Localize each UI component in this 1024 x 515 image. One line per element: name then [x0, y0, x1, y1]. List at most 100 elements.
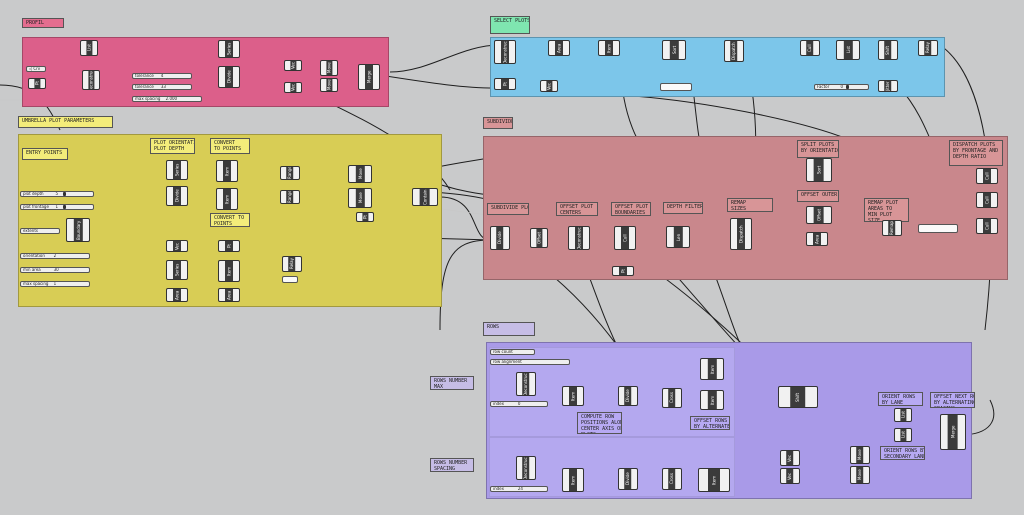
panel-output-blue[interactable] — [660, 83, 692, 91]
node-item-yellow-2[interactable]: Item — [216, 188, 238, 210]
node-deconstruct-blue[interactable]: Deconstruct — [494, 40, 516, 64]
node-list-blue[interactable]: List — [836, 40, 860, 60]
node-move-1[interactable]: Move — [320, 60, 338, 76]
node-merge-purple[interactable]: Merge — [940, 414, 966, 450]
node-len-rose[interactable]: Len — [666, 226, 690, 248]
node-cross-purple-2[interactable]: Cross — [662, 468, 682, 490]
node-move-2[interactable]: Move — [320, 78, 338, 92]
input-row-count[interactable]: row count — [490, 349, 535, 355]
node-point-blue[interactable]: Pt — [494, 78, 516, 90]
node-list-purple-2[interactable]: List — [894, 428, 912, 442]
node-vec-yellow[interactable]: Vec — [166, 240, 188, 252]
node-cull-rose[interactable]: Cull — [614, 226, 636, 250]
node-dispatch-rose[interactable]: Dispatch — [730, 218, 752, 250]
node-shift-blue[interactable]: Shift — [878, 40, 898, 60]
node-vec-2[interactable]: Vec — [284, 82, 302, 93]
panel-remap-output[interactable] — [918, 224, 958, 233]
node-move-yellow-2[interactable]: Move — [348, 188, 372, 208]
title-profil[interactable]: PROFIL — [22, 18, 64, 28]
node-series-yellow[interactable]: Series — [166, 160, 188, 180]
node-divide-1[interactable]: Divide — [218, 66, 240, 88]
node-divide-purple-2[interactable]: Divide — [618, 468, 638, 490]
node-item-purple-2[interactable]: Item — [700, 358, 724, 380]
node-boundary-yellow[interactable]: Boundary — [66, 218, 90, 242]
node-cross-purple-1[interactable]: Cross — [662, 388, 682, 408]
node-dispatch-blue[interactable]: Dispatch — [724, 40, 744, 62]
node-item-yellow-3[interactable]: Item — [218, 260, 240, 282]
title-umbrella-parameters[interactable]: UMBRELLA PLOT PARAMETERS — [18, 116, 113, 128]
node-range-yellow[interactable]: Range — [280, 166, 300, 180]
node-vec-purple-1[interactable]: Vec — [780, 450, 800, 466]
node-item-purple-3[interactable]: Item — [700, 390, 724, 410]
node-series-1[interactable]: Series — [218, 40, 240, 58]
node-merge-1[interactable]: Merge — [358, 64, 380, 90]
node-area-rose[interactable]: Area — [806, 232, 828, 246]
note-orient-rows-secondary: ORIENT ROWS BY SECONDARY LANE — [880, 446, 925, 460]
node-divide-purple-1[interactable]: Divide — [618, 386, 638, 406]
node-cull-blue[interactable]: Cull — [800, 40, 820, 56]
node-pt-rose[interactable]: Pt — [612, 266, 634, 276]
note-offset-outer: OFFSET OUTER — [797, 190, 839, 202]
node-move-purple-2[interactable]: Move — [850, 466, 870, 484]
node-deconstruct-1[interactable]: Deconstruct — [82, 70, 100, 90]
node-remap-rose[interactable]: Remap — [882, 220, 902, 236]
node-shift-purple[interactable]: Shift — [778, 386, 818, 408]
node-cull-rose-2[interactable]: Cull — [976, 168, 998, 184]
node-item-purple-4[interactable]: Item — [562, 468, 584, 492]
title-subdivide[interactable]: SUBDIVIDE — [483, 117, 513, 129]
node-contain-yellow[interactable]: Contain — [412, 188, 438, 206]
node-offset-rose-2[interactable]: Offset — [806, 206, 832, 224]
node-cull-rose-3[interactable]: Cull — [976, 192, 998, 208]
node-cull-rose-4[interactable]: Cull — [976, 218, 998, 234]
node-vec-blue[interactable]: Vec — [540, 80, 558, 92]
node-divide-rose[interactable]: Divide — [490, 226, 510, 250]
node-point-1[interactable]: Pt — [28, 78, 46, 89]
node-area-blue[interactable]: Area — [548, 40, 570, 56]
node-series-yellow-2[interactable]: Series — [166, 260, 188, 280]
node-relay-yellow[interactable]: Relay — [282, 256, 302, 272]
node-vec-1[interactable]: Vec — [284, 60, 302, 71]
input-curve-param[interactable]: ◁ Crv — [26, 66, 46, 72]
node-area-yellow[interactable]: Area — [166, 288, 188, 302]
node-move-yellow-1[interactable]: Move — [348, 165, 372, 183]
title-rows[interactable]: ROWS — [483, 322, 535, 336]
node-range-yellow-2[interactable]: Range — [280, 190, 300, 204]
title-select-plots[interactable]: SELECT PLOTS TO SUBDIVIDE — [490, 16, 530, 34]
node-move-purple-1[interactable]: Move — [850, 446, 870, 464]
input-extents[interactable]: extents — [20, 228, 60, 234]
node-sort-blue[interactable]: Sort — [662, 40, 686, 60]
node-item-yellow-1[interactable]: Item — [216, 160, 238, 182]
node-area-yellow-2[interactable]: Area — [218, 288, 240, 302]
node-list-purple-1[interactable]: List — [894, 408, 912, 422]
input-row-alignment[interactable]: row alignment — [490, 359, 570, 365]
node-vec-purple-2[interactable]: Vec — [780, 468, 800, 484]
panel-range[interactable] — [282, 276, 298, 283]
node-item-purple-5[interactable]: Item — [698, 468, 730, 492]
node-item-purple-1[interactable]: Item — [562, 386, 584, 406]
node-pt-yellow-2[interactable]: Pt — [218, 240, 240, 252]
node-deconstruct-purple-1[interactable]: Deconstruct — [516, 372, 536, 396]
node-divide-yellow[interactable]: Divide — [166, 186, 188, 206]
node-point-yellow[interactable]: Pt — [356, 212, 374, 222]
node-jitter-blue[interactable]: Jitter — [878, 80, 898, 92]
node-item-blue[interactable]: Item — [598, 40, 620, 56]
node-sort-rose[interactable]: Sort — [806, 158, 832, 182]
node-deconstruct-purple-2[interactable]: Deconstruct — [516, 456, 536, 480]
node-offset-rose-1[interactable]: Offset — [530, 228, 548, 248]
node-deconstruct-rose[interactable]: Deconstruct — [568, 226, 590, 250]
note-subdivide-plots: SUBDIVIDE PLOTS — [487, 203, 529, 215]
node-list-1[interactable]: List — [80, 40, 98, 56]
node-relay-blue[interactable]: Relay — [918, 40, 938, 56]
